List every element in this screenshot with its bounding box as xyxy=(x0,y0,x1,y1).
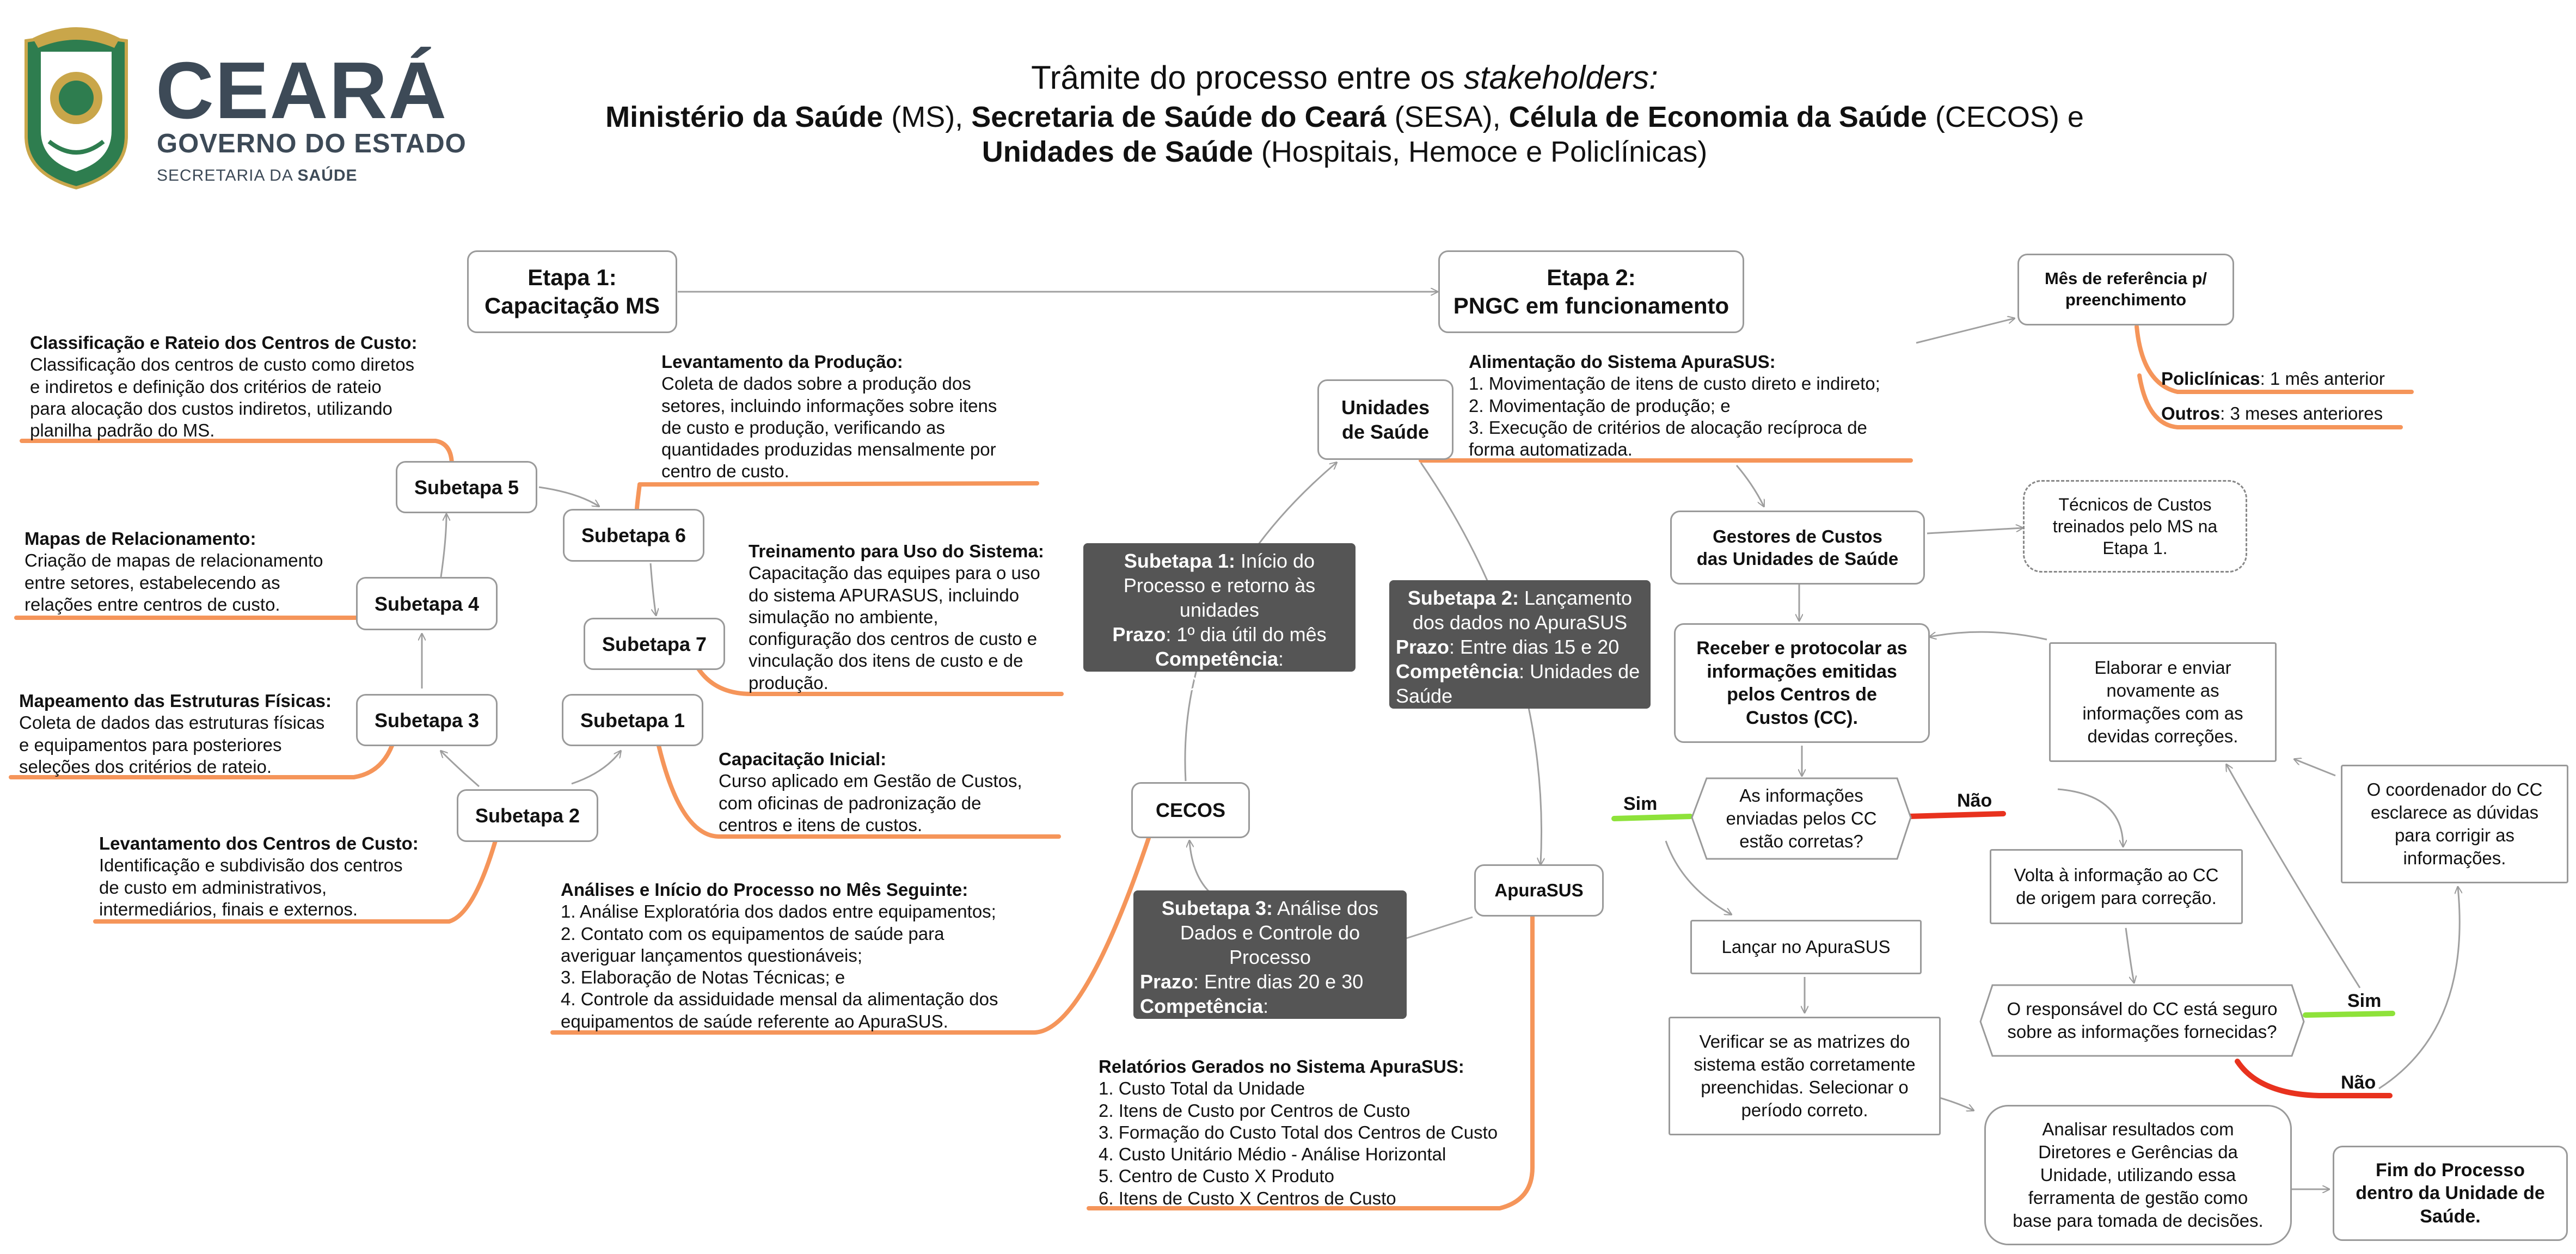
line-s3-apurasus xyxy=(1404,916,1473,940)
arrow-gestores-tecnicos xyxy=(1927,528,2022,534)
branch-classificacao xyxy=(20,439,454,468)
label-nao-1: Não xyxy=(1957,790,1992,811)
text-capacitacao-inicial: Capacitação Inicial:Curso aplicado em Ge… xyxy=(719,749,1022,835)
arrow-nao-volta xyxy=(2057,788,2123,846)
node-lancar-apurasus[interactable]: Lançar no ApuraSUS xyxy=(1690,920,1922,974)
arrow-sim-elaborar xyxy=(2227,765,2361,988)
arrow-nao-coordenador xyxy=(2378,887,2460,1090)
branch-levantamento-prod-stem xyxy=(635,482,642,511)
page-title: Trâmite do processo entre os stakeholder… xyxy=(1031,59,1658,96)
dark-box-subetapa-2: Subetapa 2: Lançamento dos dados no Apur… xyxy=(1389,580,1651,709)
mes-outros: Outros: 3 meses anteriores xyxy=(2161,403,2383,423)
text-levantamento-centros-custo: Levantamento dos Centros de Custo:Identi… xyxy=(99,833,419,919)
text-treinamento: Treinamento para Uso do Sistema:Capacita… xyxy=(749,541,1044,693)
arrow-volta-seguro xyxy=(2125,927,2134,982)
branch-levantamento-prod xyxy=(637,481,1039,487)
node-mes-referencia[interactable]: Mês de referência p/preenchimento xyxy=(2017,254,2234,325)
arrow-coordenador-elaborar xyxy=(2295,759,2336,777)
arrow-elaborar-receber xyxy=(1930,631,2047,641)
hexagon-corretas-shape xyxy=(1691,777,1912,860)
node-subetapa-6[interactable]: Subetapa 6 xyxy=(563,509,704,562)
node-subetapa-5[interactable]: Subetapa 5 xyxy=(396,461,537,513)
text-levantamento-producao: Levantamento da Produção:Coleta de dados… xyxy=(661,352,997,482)
arrow-alimentacao-gestores xyxy=(1735,465,1764,506)
hexagon-seguro-shape xyxy=(1979,984,2305,1057)
label-sim-2: Sim xyxy=(2347,991,2382,1011)
branch-analises xyxy=(550,836,1151,1035)
ceara-shield-logo xyxy=(24,27,128,190)
node-subetapa-2[interactable]: Subetapa 2 xyxy=(457,789,598,842)
text-mapas-relacionamento: Mapas de Relacionamento:Criação de mapas… xyxy=(24,528,323,614)
arrow-sub2-sub1 xyxy=(571,751,621,785)
page-subtitle-line-3: Unidades de Saúde (Hospitais, Hemoce e P… xyxy=(982,136,1708,168)
arrow-etapa2-mesref xyxy=(1916,318,2014,344)
node-subetapa-3[interactable]: Subetapa 3 xyxy=(356,694,498,746)
node-etapa1[interactable]: Etapa 1:Capacitação MS xyxy=(467,250,677,333)
label-nao-2: Não xyxy=(2341,1072,2376,1093)
dark-box-subetapa-3: Subetapa 3: Análise dos Dados e Controle… xyxy=(1133,890,1407,1042)
logo-title: CEARÁ xyxy=(156,46,448,136)
branch-relatorios xyxy=(1087,912,1535,1210)
branch-sim1 xyxy=(1611,814,1693,821)
arrow-sub4-sub5 xyxy=(440,514,446,577)
branch-sim2 xyxy=(2303,1011,2395,1018)
arrow-sim-lancar xyxy=(1665,840,1731,914)
arrow-sub6-sub7 xyxy=(649,563,656,615)
branch-mes xyxy=(2135,324,2414,394)
node-subetapa-7[interactable]: Subetapa 7 xyxy=(584,618,725,670)
node-etapa2[interactable]: Etapa 2:PNGC em funcionamento xyxy=(1438,250,1744,333)
branch-mapeamento xyxy=(9,743,394,779)
node-subetapa-4[interactable]: Subetapa 4 xyxy=(356,577,498,630)
branch-capacitacao xyxy=(657,743,1061,839)
arrow-s3-cecos xyxy=(1189,841,1212,895)
arrow-sub2-sub3 xyxy=(441,751,480,788)
logo-government: GOVERNO DO ESTADO xyxy=(157,129,467,158)
text-classificacao-rateio: Classificação e Rateio dos Centros de Cu… xyxy=(30,333,418,440)
text-alimentacao-apurasus: Alimentação do Sistema ApuraSUS:1. Movim… xyxy=(1469,352,1880,459)
branch-nao2 xyxy=(2235,1059,2393,1098)
page-subtitle-line-2: Ministério da Saúde (MS), Secretaria de … xyxy=(605,101,2084,133)
node-cecos[interactable]: CECOS xyxy=(1131,782,1250,838)
branch-nao1 xyxy=(1905,811,2006,819)
text-analises-inicio: Análises e Início do Processo no Mês Seg… xyxy=(561,880,998,1031)
mes-policlinicas: Policlínicas: 1 mês anterior xyxy=(2161,368,2385,389)
logo-department: SECRETARIA DA SAÚDE xyxy=(157,167,358,185)
text-mapeamento-estruturas: Mapeamento das Estruturas Físicas:Coleta… xyxy=(19,691,332,777)
arrow-sub5-sub6 xyxy=(538,486,599,506)
dark-box-subetapa-1: Subetapa 1: Início do Processo e retorno… xyxy=(1083,543,1356,694)
branch-levantamento-cc xyxy=(93,839,498,924)
branch-mes-2 xyxy=(2137,373,2403,429)
label-sim-1: Sim xyxy=(1623,794,1658,814)
text-relatorios-gerados: Relatórios Gerados no Sistema ApuraSUS:1… xyxy=(1099,1056,1498,1208)
node-apurasus[interactable]: ApuraSUS xyxy=(1474,864,1604,917)
node-subetapa-1[interactable]: Subetapa 1 xyxy=(562,694,703,746)
